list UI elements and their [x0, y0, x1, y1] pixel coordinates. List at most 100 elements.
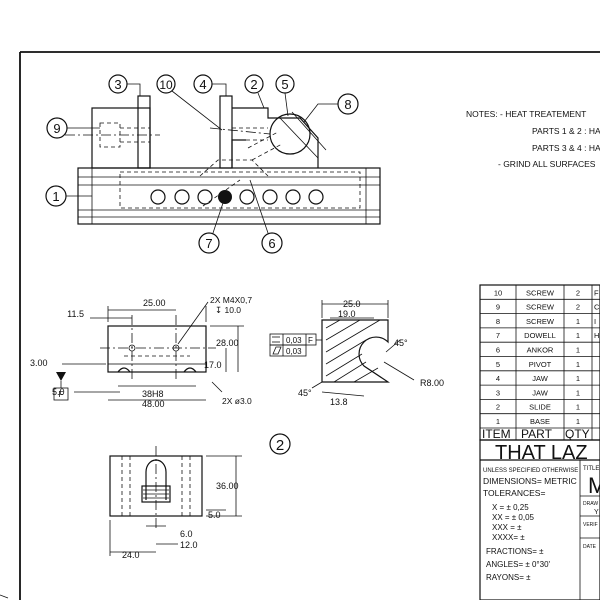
svg-text:4: 4: [199, 77, 206, 92]
bom-cell-item: 1: [496, 417, 500, 426]
bom-cell-qty: 2: [576, 303, 580, 312]
bom-row: 6 ANKOR 1: [480, 346, 600, 357]
dim-thread-callout: 2X M4X0,7: [210, 295, 252, 305]
sheet-border: [0, 51, 600, 600]
base-holes: [150, 189, 324, 205]
tolerance-x: X = ± 0,25: [492, 503, 529, 512]
dim-front-11-5: 11.5: [67, 309, 84, 319]
balloon-8: 8: [303, 93, 359, 123]
dim-front-25: 25.00: [143, 298, 166, 308]
notes-block: NOTES: - HEAT TREATEMENT PARTS 1 & 2 : H…: [466, 109, 600, 169]
dim-side-25: 25.0: [343, 299, 361, 309]
bom-cell-item: 9: [496, 303, 500, 312]
verif-label: VERIF: [583, 522, 598, 528]
svg-text:8: 8: [344, 97, 351, 112]
dim-front-48: 48.00: [142, 399, 165, 409]
bom-row: 1 BASE 1: [480, 417, 600, 429]
dim-bottom-6: 6.0: [180, 529, 193, 539]
bom-row: 8 SCREW 1 I: [480, 317, 600, 329]
rayons-tolerance: RAYONS= ±: [486, 573, 531, 582]
bom-cell-part: BASE: [530, 417, 550, 426]
dim-side-45-bottom: 45°: [298, 388, 312, 398]
title-block: THAT LAZ UNLESS SPECIFIED OTHERWISE DIME…: [479, 439, 600, 601]
dim-front-3: 3.00: [30, 358, 48, 368]
bom-header-item: ITEM: [482, 427, 511, 441]
feature-control-frame-1: 0,03 F: [269, 333, 317, 346]
dim-bottom-36: 36.00: [216, 481, 239, 491]
bom-cell-extra: C: [594, 303, 600, 312]
title-letter: M: [588, 473, 600, 498]
balloon-9: 9: [46, 117, 100, 139]
svg-text:9: 9: [53, 121, 60, 136]
assembly-view: [65, 95, 381, 225]
svg-text:0,03: 0,03: [286, 336, 302, 345]
section-label: 2: [269, 433, 291, 455]
svg-text:10: 10: [159, 78, 173, 92]
bom-cell-item: 8: [496, 317, 500, 326]
bom-cell-part: ANKOR: [527, 346, 554, 355]
dim-bottom-5: 5.0: [208, 510, 221, 520]
bom-header-qty: QTY: [565, 427, 590, 441]
datum-triangle-icon: [56, 372, 66, 381]
front-view: 25.00 11.5 2X M4X0,7 ↧ 10.0 28.00 17.0 3…: [30, 295, 252, 409]
date-label: DATE: [583, 544, 597, 550]
notes-line-2: PARTS 3 & 4 : HA: [532, 143, 600, 153]
dim-side-r8: R8.00: [420, 378, 444, 388]
dim-side-13-8: 13.8: [330, 397, 348, 407]
balloon-3: 3: [108, 74, 141, 96]
svg-text:7: 7: [205, 236, 212, 251]
dim-side-19: 19.0: [338, 309, 356, 319]
svg-text:6: 6: [268, 236, 275, 251]
bom-cell-qty: 1: [576, 374, 580, 383]
title-label: TITLE: [583, 466, 599, 472]
bom-cell-qty: 1: [576, 403, 580, 412]
dim-hole-dia: 2X ø3.0: [222, 396, 252, 406]
bom-cell-part: JAW: [532, 388, 548, 397]
bom-cell-extra: F: [594, 288, 599, 297]
dim-thread-depth: ↧ 10.0: [215, 305, 241, 315]
bom-header-part: PART: [521, 427, 553, 441]
bom-cell-item: 2: [496, 403, 500, 412]
bom-cell-qty: 1: [576, 331, 580, 340]
balloon-7: 7: [198, 202, 224, 254]
company-name: THAT LAZ: [495, 442, 588, 464]
bom-cell-item: 10: [494, 288, 502, 297]
bom-cell-part: SCREW: [526, 317, 555, 326]
part-balloons: 3 10 4 2 5 8 9: [45, 74, 359, 254]
bom-cell-item: 5: [496, 360, 500, 369]
bom-cell-qty: 1: [576, 317, 580, 326]
svg-text:2: 2: [250, 77, 257, 92]
bom-cell-qty: 1: [576, 346, 580, 355]
tolerance-xxxx: XXXX= ±: [492, 533, 525, 542]
dimensions-metric: DIMENSIONS= METRIC: [483, 476, 577, 486]
notes-line-3: - GRIND ALL SURFACES: [498, 159, 596, 169]
svg-text:F: F: [308, 336, 313, 345]
side-view: 25.0 19.0 0,03 F 0,03 45° R8.00 45° 13.8: [269, 299, 444, 407]
bom-row: 2 SLIDE 1: [480, 403, 600, 415]
balloon-5: 5: [275, 74, 295, 117]
bom-cell-item: 6: [496, 346, 500, 355]
balloon-6: 6: [249, 179, 283, 254]
bom-cell-part: SLIDE: [529, 403, 551, 412]
bottom-view: 36.00 5.0 6.0 12.0 24.0: [109, 446, 242, 560]
dim-bottom-24: 24.0: [122, 550, 140, 560]
bom-cell-extra: I: [594, 317, 596, 326]
bom-cell-extra: H: [594, 331, 599, 340]
bom-cell-part: PIVOT: [529, 360, 552, 369]
dim-bottom-12: 12.0: [180, 540, 198, 550]
bom-cell-item: 3: [496, 388, 500, 397]
svg-text:3: 3: [114, 77, 121, 92]
bom-cell-qty: 1: [576, 360, 580, 369]
bom-cell-qty: 2: [576, 288, 580, 297]
bom-cell-qty: 1: [576, 417, 580, 426]
unless-specified: UNLESS SPECIFIED OTHERWISE: [483, 468, 578, 474]
balloon-1: 1: [45, 185, 92, 207]
dim-front-17: 17.0: [204, 360, 222, 370]
